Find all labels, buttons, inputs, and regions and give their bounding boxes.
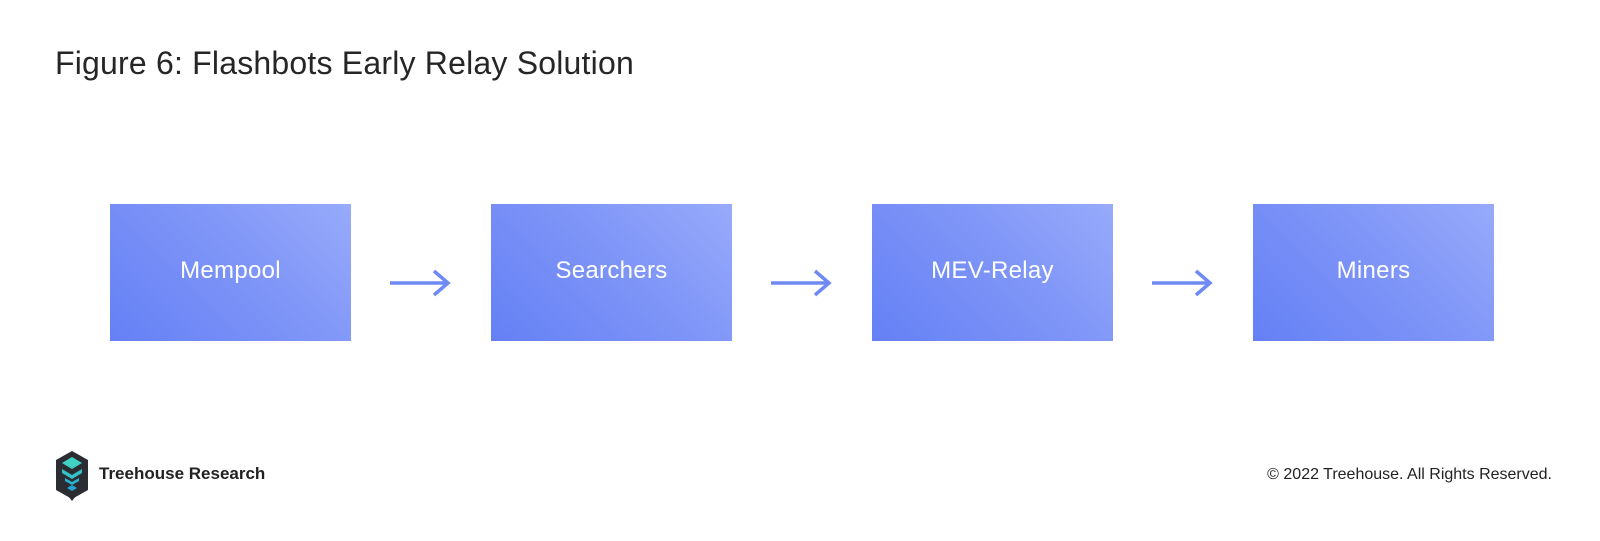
node-mempool: Mempool <box>110 204 351 341</box>
treehouse-logo-icon <box>56 451 88 501</box>
node-mev-relay: MEV-Relay <box>872 204 1113 341</box>
arrow-right-icon <box>390 269 451 297</box>
brand-name: Treehouse Research <box>99 464 266 483</box>
copyright-notice: © 2022 Treehouse. All Rights Reserved. <box>1267 466 1552 483</box>
figure-title: Figure 6: Flashbots Early Relay Solution <box>55 45 634 81</box>
node-miners: Miners <box>1253 204 1494 341</box>
arrow-right-icon <box>1152 269 1213 297</box>
node-searchers: Searchers <box>491 204 732 341</box>
arrow-right-icon <box>771 269 832 297</box>
footer-brand: Treehouse Research <box>55 450 265 502</box>
